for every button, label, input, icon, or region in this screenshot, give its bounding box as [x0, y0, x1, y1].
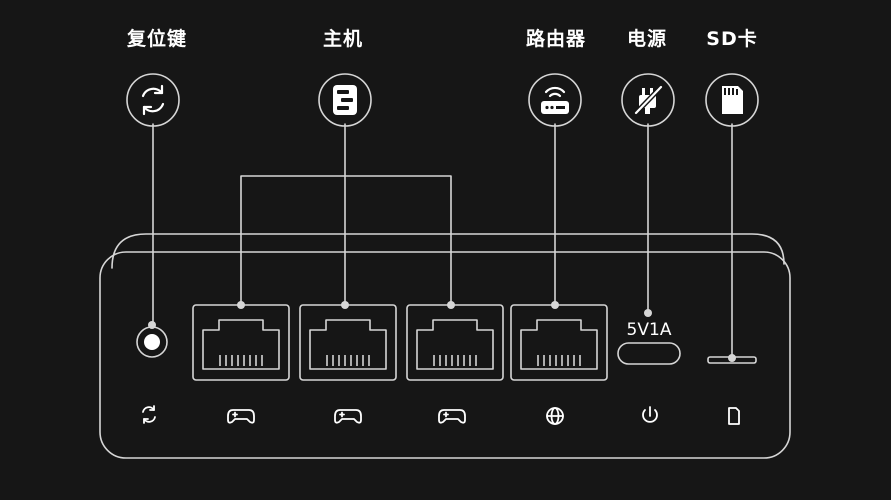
connector-dot [551, 301, 559, 309]
gamepad-icon [438, 409, 466, 424]
reset-icon-circle [126, 73, 180, 127]
sd-card-icon [722, 86, 743, 114]
router-icon [541, 86, 569, 114]
no-plug-icon [634, 85, 663, 115]
gamepad-icon [334, 409, 362, 424]
refresh-icon [141, 84, 165, 116]
gamepad-icon [227, 409, 255, 424]
device-body [99, 251, 791, 459]
ethernet-port-4 [510, 301, 608, 381]
router-icon-circle [528, 73, 582, 127]
connector-dot [341, 301, 349, 309]
host-label: 主机 [322, 28, 364, 50]
ethernet-port-2 [299, 301, 397, 381]
ethernet-port-1 [192, 301, 290, 381]
connector-dot [237, 301, 245, 309]
router-label: 路由器 [525, 28, 587, 50]
host-icon-circle [318, 73, 372, 127]
refresh-icon [142, 405, 156, 424]
power-icon [642, 406, 658, 423]
host-bracket-line [240, 175, 452, 306]
power-label: 电源 [626, 28, 668, 50]
usb-c-port [617, 309, 681, 365]
power-icon-circle [621, 73, 675, 127]
reset-button-port [136, 321, 168, 358]
sd-card-slot [707, 354, 757, 364]
reset-label: 复位键 [126, 28, 188, 50]
ethernet-port-3 [406, 301, 504, 381]
connector-dot [447, 301, 455, 309]
sd-card-icon [728, 407, 740, 425]
sd-label: SD卡 [706, 28, 758, 50]
server-icon [333, 85, 357, 115]
sd-icon-circle [705, 73, 759, 127]
device-back-plate [111, 233, 785, 269]
globe-icon [546, 407, 564, 425]
power-spec-label: 5V1A [626, 320, 672, 340]
